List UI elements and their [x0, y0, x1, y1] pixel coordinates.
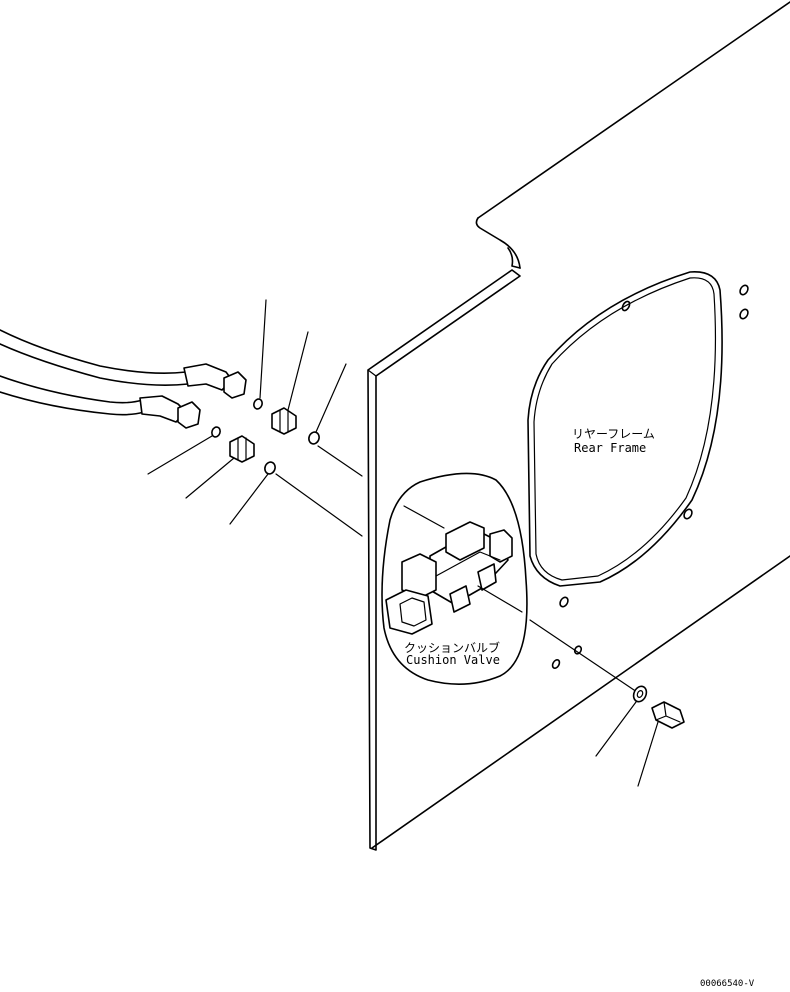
o-ring-upper [253, 398, 263, 410]
hose-upper [0, 329, 187, 374]
mounting-bolt-head [655, 701, 681, 723]
opening-outer [527, 271, 723, 587]
washer-upper [308, 431, 320, 445]
cushion-valve [385, 521, 513, 635]
hole [573, 645, 583, 655]
leader-lines [147, 299, 659, 787]
hole [739, 308, 749, 320]
cushion-valve-label-jp: クッションバルブ [404, 640, 500, 655]
union-upper-thread [279, 409, 289, 433]
rear-frame-label-jp: リヤーフレーム [572, 427, 655, 441]
centre-line-valve-side [477, 585, 523, 613]
rear-frame-notch-cut [507, 247, 521, 269]
opening-inner [533, 277, 717, 581]
valve-mount-tab [477, 563, 497, 591]
hose-lower-nut [177, 401, 201, 429]
labels: リヤーフレーム Rear Frame クッションバルブ Cushion Valv… [404, 427, 755, 989]
valve-top-port [445, 521, 485, 561]
bolt-washer [632, 685, 648, 703]
hose-lower [0, 391, 145, 416]
rear-frame-bottom-edge [371, 555, 790, 849]
cushion-valve-label-en: Cushion Valve [406, 653, 500, 667]
leader-bolt-washer [595, 701, 637, 757]
hole [559, 596, 569, 608]
centre-line-bolt [529, 619, 635, 691]
leader-o-ring-upper [259, 299, 267, 399]
bolt-washer-hole [636, 690, 644, 698]
valve-edge [435, 551, 501, 577]
leader-washer-upper [315, 363, 347, 433]
centre-line-upper [317, 445, 363, 477]
hydraulic-hoses [0, 329, 247, 429]
hose-upper-nut [223, 371, 247, 399]
rear-frame-label-en: Rear Frame [574, 441, 646, 455]
valve-cap [401, 553, 437, 599]
centre-line-valve-top [403, 505, 445, 529]
rear-frame-top-edge [477, 1, 790, 219]
union-lower-thread [237, 437, 247, 461]
washer-lower [264, 461, 276, 475]
rear-frame-opening [527, 271, 723, 587]
hole [551, 659, 561, 669]
union-lower [229, 435, 255, 463]
rear-frame-body [371, 1, 790, 849]
drawing-code: 00066540-V [700, 979, 755, 989]
hose-upper [0, 343, 189, 386]
leader-washer-lower [229, 473, 269, 525]
hole [621, 300, 631, 312]
leader-o-ring-lower [147, 435, 213, 475]
mounting-plate [367, 269, 521, 851]
hole [739, 284, 749, 296]
valve-hex-face [399, 597, 427, 627]
hose-lower [0, 375, 143, 404]
leader-mounting-bolt [637, 721, 659, 787]
union-upper [271, 407, 297, 435]
centre-line-lower [275, 473, 363, 537]
hole [683, 508, 693, 520]
valve-mount-tab [449, 585, 471, 613]
fittings [211, 398, 685, 729]
valve-detail-outline [381, 472, 528, 685]
leader-union-upper [287, 331, 309, 411]
frame-holes [551, 284, 749, 669]
rear-frame-notch [475, 217, 521, 269]
leader-union-lower [185, 457, 235, 499]
plate-inner-edge [367, 369, 377, 377]
o-ring-lower [211, 426, 221, 438]
